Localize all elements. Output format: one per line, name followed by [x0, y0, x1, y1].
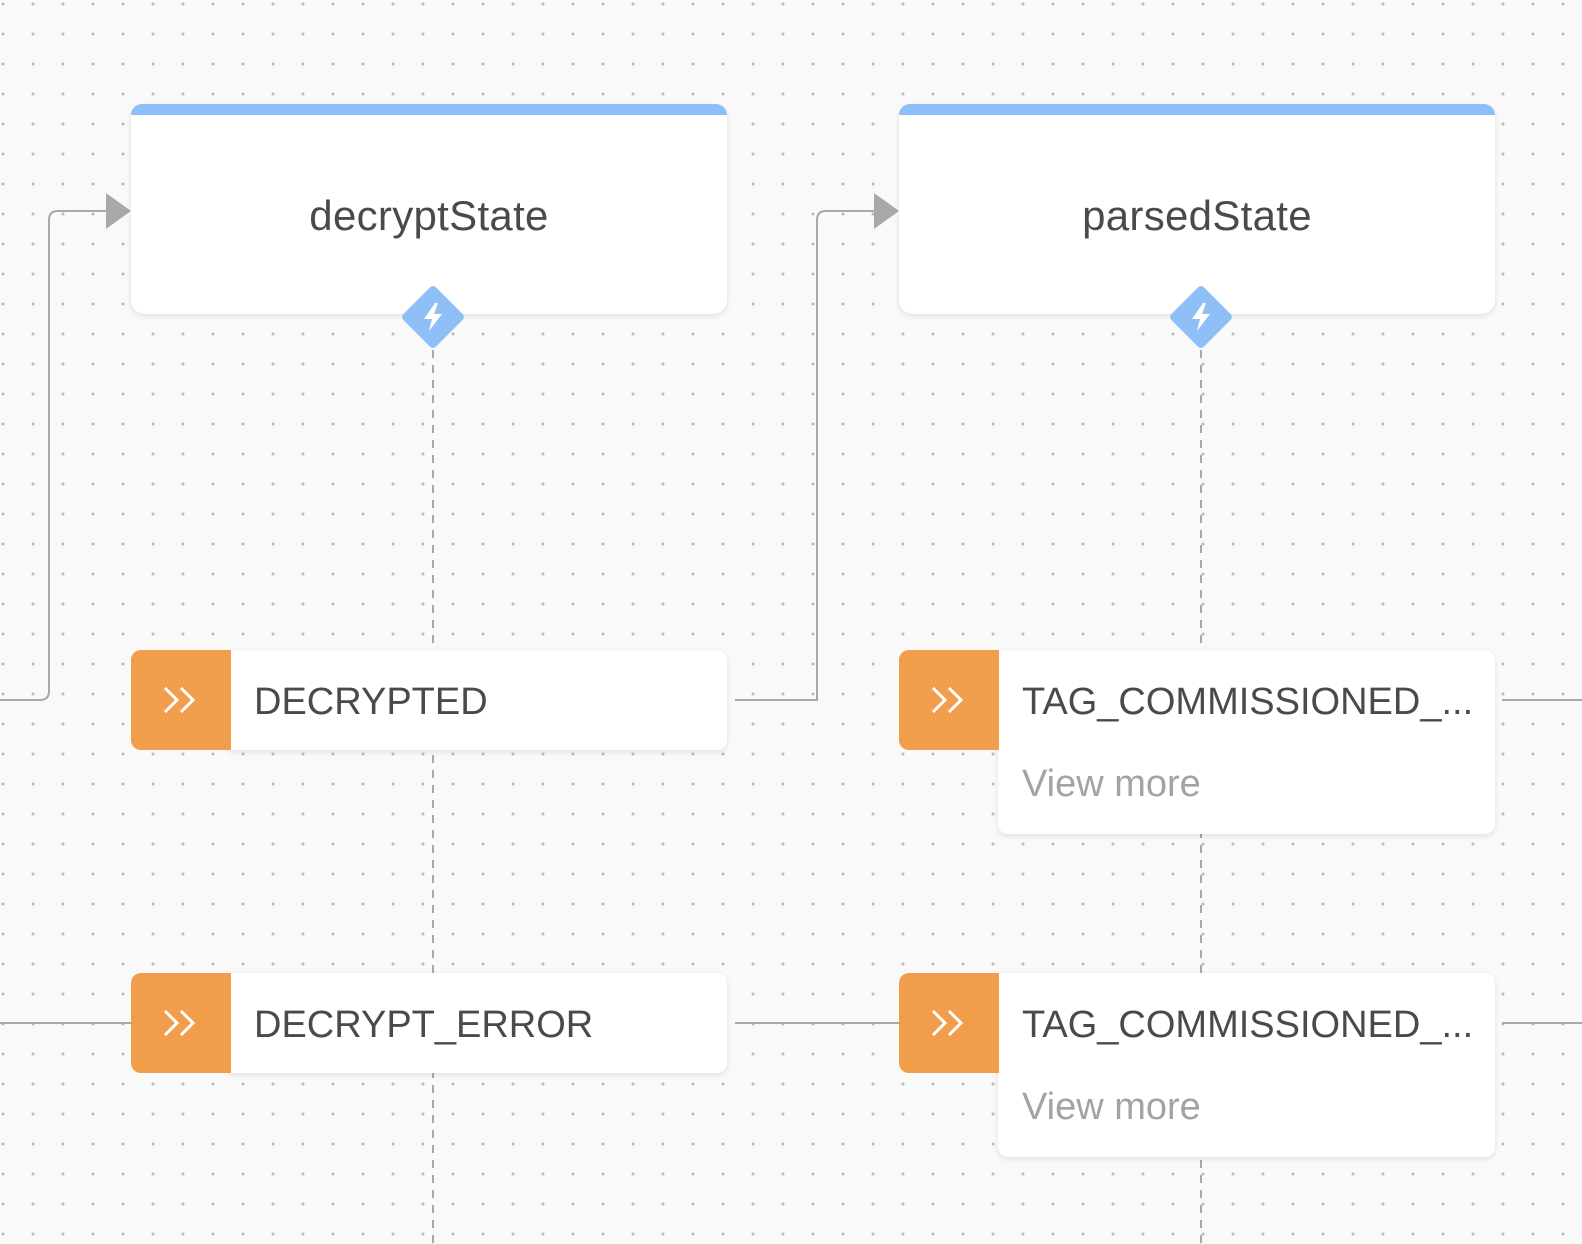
state-title: parsedState [1082, 192, 1312, 239]
event-body: TAG_COMMISSIONED_... View more [998, 973, 1495, 1157]
event-label: DECRYPT_ERROR [254, 1004, 594, 1046]
lightning-bolt-icon [400, 284, 466, 350]
incoming-edge-decrypt [0, 210, 108, 701]
double-chevron-right-icon [931, 1009, 964, 1037]
event-card-decrypt-error[interactable]: DECRYPT_ERROR [131, 973, 727, 1073]
lightning-bolt-icon [1168, 284, 1234, 350]
event-badge [899, 650, 999, 750]
event-badge [899, 973, 999, 1073]
event-card-tag-commissioned[interactable]: TAG_COMMISSIONED_... View more [899, 650, 1495, 834]
double-chevron-right-icon [931, 686, 964, 714]
event-badge [131, 650, 231, 750]
event-card-decrypted[interactable]: DECRYPTED [131, 650, 727, 750]
state-accent-bar [131, 104, 727, 115]
event-badge [131, 973, 231, 1073]
double-chevron-right-icon [163, 686, 196, 714]
event-body: DECRYPTED [230, 650, 727, 750]
arrowhead-decrypt [106, 193, 131, 229]
double-chevron-right-icon [163, 1009, 196, 1037]
arrowhead-parsed [874, 193, 899, 229]
state-accent-bar [899, 104, 1495, 115]
event-body: TAG_COMMISSIONED_... View more [998, 650, 1495, 834]
view-more-link[interactable]: View more [1022, 1086, 1201, 1128]
event-card-tag-commissioned[interactable]: TAG_COMMISSIONED_... View more [899, 973, 1495, 1157]
view-more-link[interactable]: View more [1022, 763, 1201, 805]
state-title: decryptState [309, 192, 549, 239]
state-card-parsed[interactable]: parsedState [899, 104, 1495, 314]
state-card-decrypt[interactable]: decryptState [131, 104, 727, 314]
event-body: DECRYPT_ERROR [230, 973, 727, 1073]
event-label: TAG_COMMISSIONED_... [1022, 1004, 1474, 1046]
event-label: TAG_COMMISSIONED_... [1022, 681, 1474, 723]
event-label: DECRYPTED [254, 681, 488, 723]
edge-decrypted-to-parsed [735, 210, 876, 701]
